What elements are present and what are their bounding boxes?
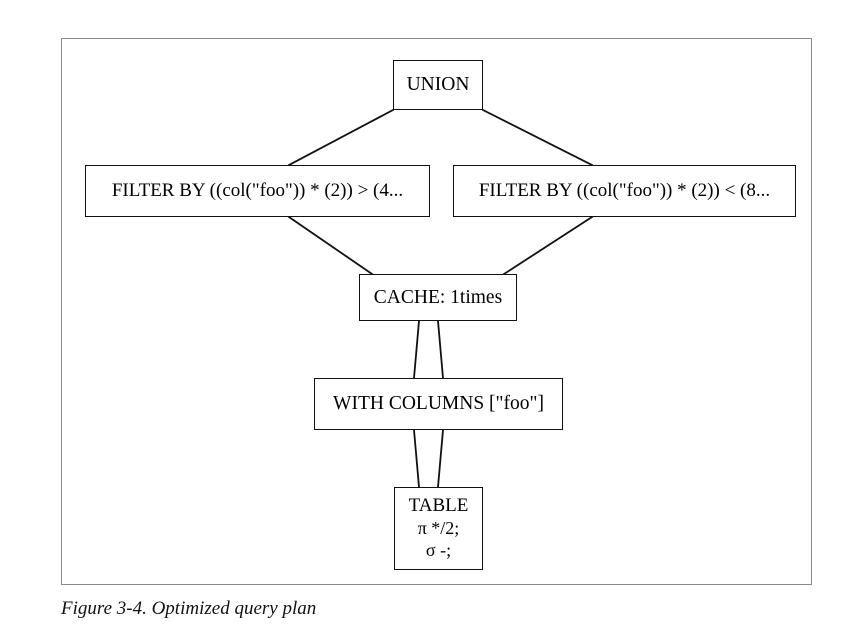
node-cache: CACHE: 1times	[359, 274, 517, 321]
node-filter-right: FILTER BY ((col("foo")) * (2)) < (8...	[453, 165, 796, 217]
node-table-projection: π */2;	[417, 518, 460, 539]
node-cache-label: CACHE: 1times	[373, 286, 503, 308]
figure-caption: Figure 3-4. Optimized query plan	[61, 598, 317, 619]
node-filter-left: FILTER BY ((col("foo")) * (2)) > (4...	[85, 165, 430, 217]
node-union-label: UNION	[406, 74, 470, 96]
node-filter-left-label: FILTER BY ((col("foo")) * (2)) > (4...	[111, 180, 404, 202]
node-with-columns: WITH COLUMNS ["foo"]	[314, 378, 563, 430]
node-filter-right-label: FILTER BY ((col("foo")) * (2)) < (8...	[478, 180, 771, 202]
node-union: UNION	[393, 60, 483, 110]
node-with-columns-label: WITH COLUMNS ["foo"]	[333, 393, 544, 415]
node-table: TABLE π */2; σ -;	[394, 487, 483, 570]
node-table-label: TABLE	[408, 495, 469, 516]
node-table-selection: σ -;	[425, 540, 452, 561]
